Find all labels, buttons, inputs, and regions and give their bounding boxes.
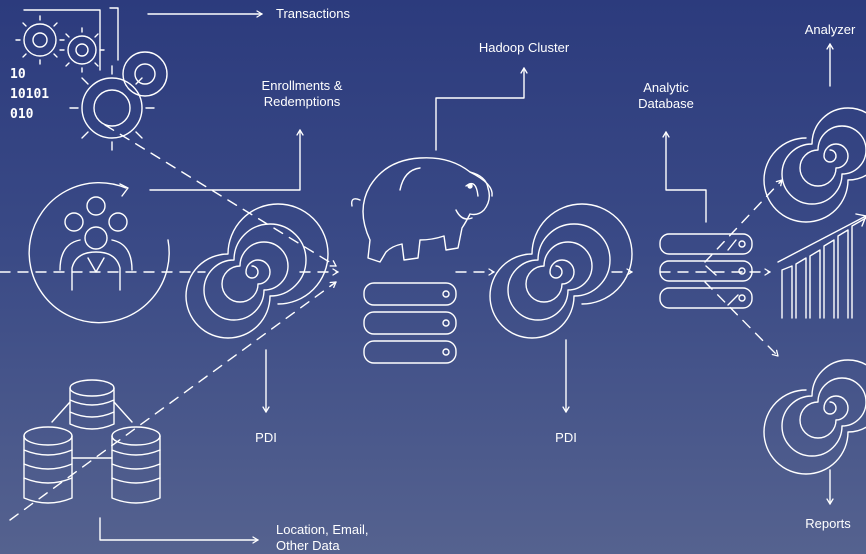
analytic-database-label: Analytic Database	[638, 80, 694, 112]
hadoop-elephant-icon	[350, 157, 493, 263]
transactions-flow-line	[104, 124, 337, 267]
pdi-spiral-left	[185, 203, 329, 339]
enrollments-label-line2: Redemptions	[263, 94, 341, 109]
enrollments-arrow	[149, 129, 304, 191]
location-label-line2: Other Data	[276, 538, 340, 553]
bar-chart-icon	[777, 213, 866, 319]
hadoop-cluster-arrow	[435, 67, 528, 151]
pdi-right-label: PDI	[555, 430, 577, 445]
code-line-2: 10101	[10, 87, 49, 102]
transactions-label: Transactions	[276, 6, 350, 21]
analytic-database-icon	[659, 233, 753, 309]
analyzer-label: Analyzer	[804, 22, 856, 37]
analytic-label-line2: Database	[638, 96, 694, 111]
analyzer-icon	[763, 107, 866, 223]
location-arrow	[99, 517, 259, 544]
code-line-1: 10	[10, 67, 26, 82]
enrollments-label: Enrollments & Redemptions	[262, 78, 343, 110]
to-reports-line	[704, 281, 779, 357]
pdi-left-label: PDI	[255, 430, 277, 445]
analytic-database-arrow	[662, 131, 707, 223]
hadoop-cluster-label: Hadoop Cluster	[478, 40, 570, 55]
hadoop-server-stack	[363, 282, 457, 364]
reports-label: Reports	[805, 516, 851, 531]
data-sources-icon	[23, 379, 161, 504]
gears-code-icon: 10 10101 010	[10, 7, 168, 151]
to-analyzer-line	[704, 179, 783, 263]
location-label: Location, Email, Other Data	[276, 522, 369, 554]
enrollments-label-line1: Enrollments &	[261, 78, 343, 93]
location-flow-line	[9, 281, 337, 521]
analytic-label-line1: Analytic	[643, 80, 689, 95]
code-line-3: 010	[10, 107, 34, 122]
pdi-spiral-right	[489, 203, 633, 339]
customers-icon	[28, 181, 170, 324]
reports-icon	[763, 359, 866, 475]
location-label-line1: Location, Email,	[276, 522, 369, 537]
